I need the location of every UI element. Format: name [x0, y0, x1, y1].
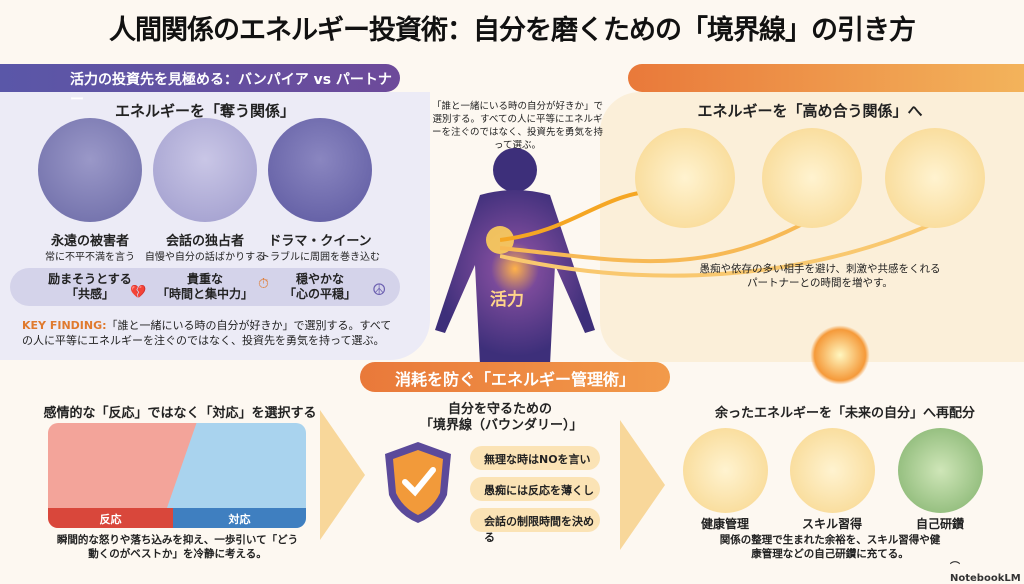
drama-queen-illustration [268, 118, 372, 222]
section-banner-left: 活力の投資先を見極める：バンパイア vs パートナー [0, 64, 400, 108]
cost-line: 「共感」 [65, 287, 114, 301]
health-illustration [683, 428, 768, 513]
future-heading: 余ったエネルギーを「未来の自分」へ再配分 [714, 406, 975, 421]
future-item: 健康管理 [700, 517, 749, 531]
type-desc: 常に不平不満を言う [45, 252, 135, 263]
uplifting-heading: エネルギーを「高め合う関係」へ [697, 102, 923, 120]
victim-illustration [38, 118, 142, 222]
timer-icon: ⏱ [258, 276, 269, 292]
flow-arrow [620, 420, 665, 550]
radiant-figure [810, 325, 870, 385]
future-item: スキル習得 [801, 517, 862, 531]
response-heading: 感情的な「反応」ではなく「対応」を選択する [43, 406, 317, 421]
type-name: ドラマ・クイーン [268, 234, 372, 249]
page-title: 人間関係のエネルギー投資術：自分を磨くための「境界線」の引き方 [109, 15, 916, 46]
growth-investment-illustration [635, 128, 735, 228]
cost-line: 穏やかな [295, 272, 344, 286]
key-finding-text: 「誰と一緒にいる時の自分が好きか」で選別する。すべての人に平等にエネルギーを注ぐ… [22, 319, 392, 347]
vitality-label: 活力 [490, 290, 524, 310]
boundary-rule: 愚痴には反応を薄くし [470, 477, 600, 501]
notebook-icon: ⌒ [950, 562, 960, 573]
boundary-heading: 「境界線（バウンダリー）」 [420, 418, 583, 433]
management-banner: 消耗を防ぐ「エネルギー管理術」 [360, 362, 670, 392]
cost-line: 「時間と集中力」 [156, 287, 253, 301]
boundary-rule: 会話の制限時間を決める [470, 508, 600, 544]
monopolizer-illustration [153, 118, 257, 222]
brand-watermark: ⌒ NotebookLM [950, 558, 1024, 584]
peace-icon: ☮ [372, 280, 387, 299]
flow-arrow [320, 410, 365, 540]
learning-illustration [885, 128, 985, 228]
key-finding: KEY FINDING:「誰と一緒にいる時の自分が好きか」で選別する。すべての人… [22, 318, 402, 348]
type-desc: 自慢や自分の話ばかりする [144, 252, 266, 263]
key-finding-label: KEY FINDING: [22, 319, 107, 332]
boundary-heading: 自分を守るための [447, 402, 552, 417]
skill-illustration [790, 428, 875, 513]
cost-band [10, 268, 400, 306]
uplifting-caption: 愚痴や依存の多い相手を避け、刺激や共感をくれるパートナーとの時間を増やす。 [699, 263, 941, 289]
meditation-illustration [898, 428, 983, 513]
person-silhouette [435, 148, 595, 365]
broken-heart-icon: 💔 [130, 285, 147, 300]
partnership-illustration [762, 128, 862, 228]
future-caption: 関係の整理で生まれた余裕を、スキル習得や健康管理などの自己研鑽に充てる。 [719, 534, 941, 560]
react-vs-respond-illustration: 反応 対応 [48, 423, 306, 528]
type-name: 永遠の被害者 [50, 234, 129, 249]
shield-check-icon [385, 442, 451, 523]
boundary-rule: 無理な時はNOを言い [470, 446, 600, 470]
respond-label: 対応 [173, 508, 306, 528]
center-quote: 「誰と一緒にいる時の自分が好きか」で選別する。すべての人に平等にエネルギーを注ぐ… [431, 101, 603, 151]
section-banner-right [628, 64, 1024, 92]
future-item: 自己研鑽 [915, 517, 964, 531]
cost-line: 励まそうとする [48, 272, 132, 286]
type-desc: トラブルに周囲を巻き込む [260, 252, 380, 263]
brand-label: NotebookLM [950, 573, 1021, 584]
draining-heading: エネルギーを「奪う関係」 [114, 102, 295, 120]
react-label: 反応 [48, 508, 173, 528]
cost-line: 貴重な [186, 272, 223, 286]
type-name: 会話の独占者 [165, 234, 244, 249]
cost-line: 「心の平穏」 [283, 287, 356, 301]
response-caption: 瞬間的な怒りや落ち込みを抑え、一歩引いて「どう動くのがベストか」を冷静に考える。 [56, 534, 299, 560]
